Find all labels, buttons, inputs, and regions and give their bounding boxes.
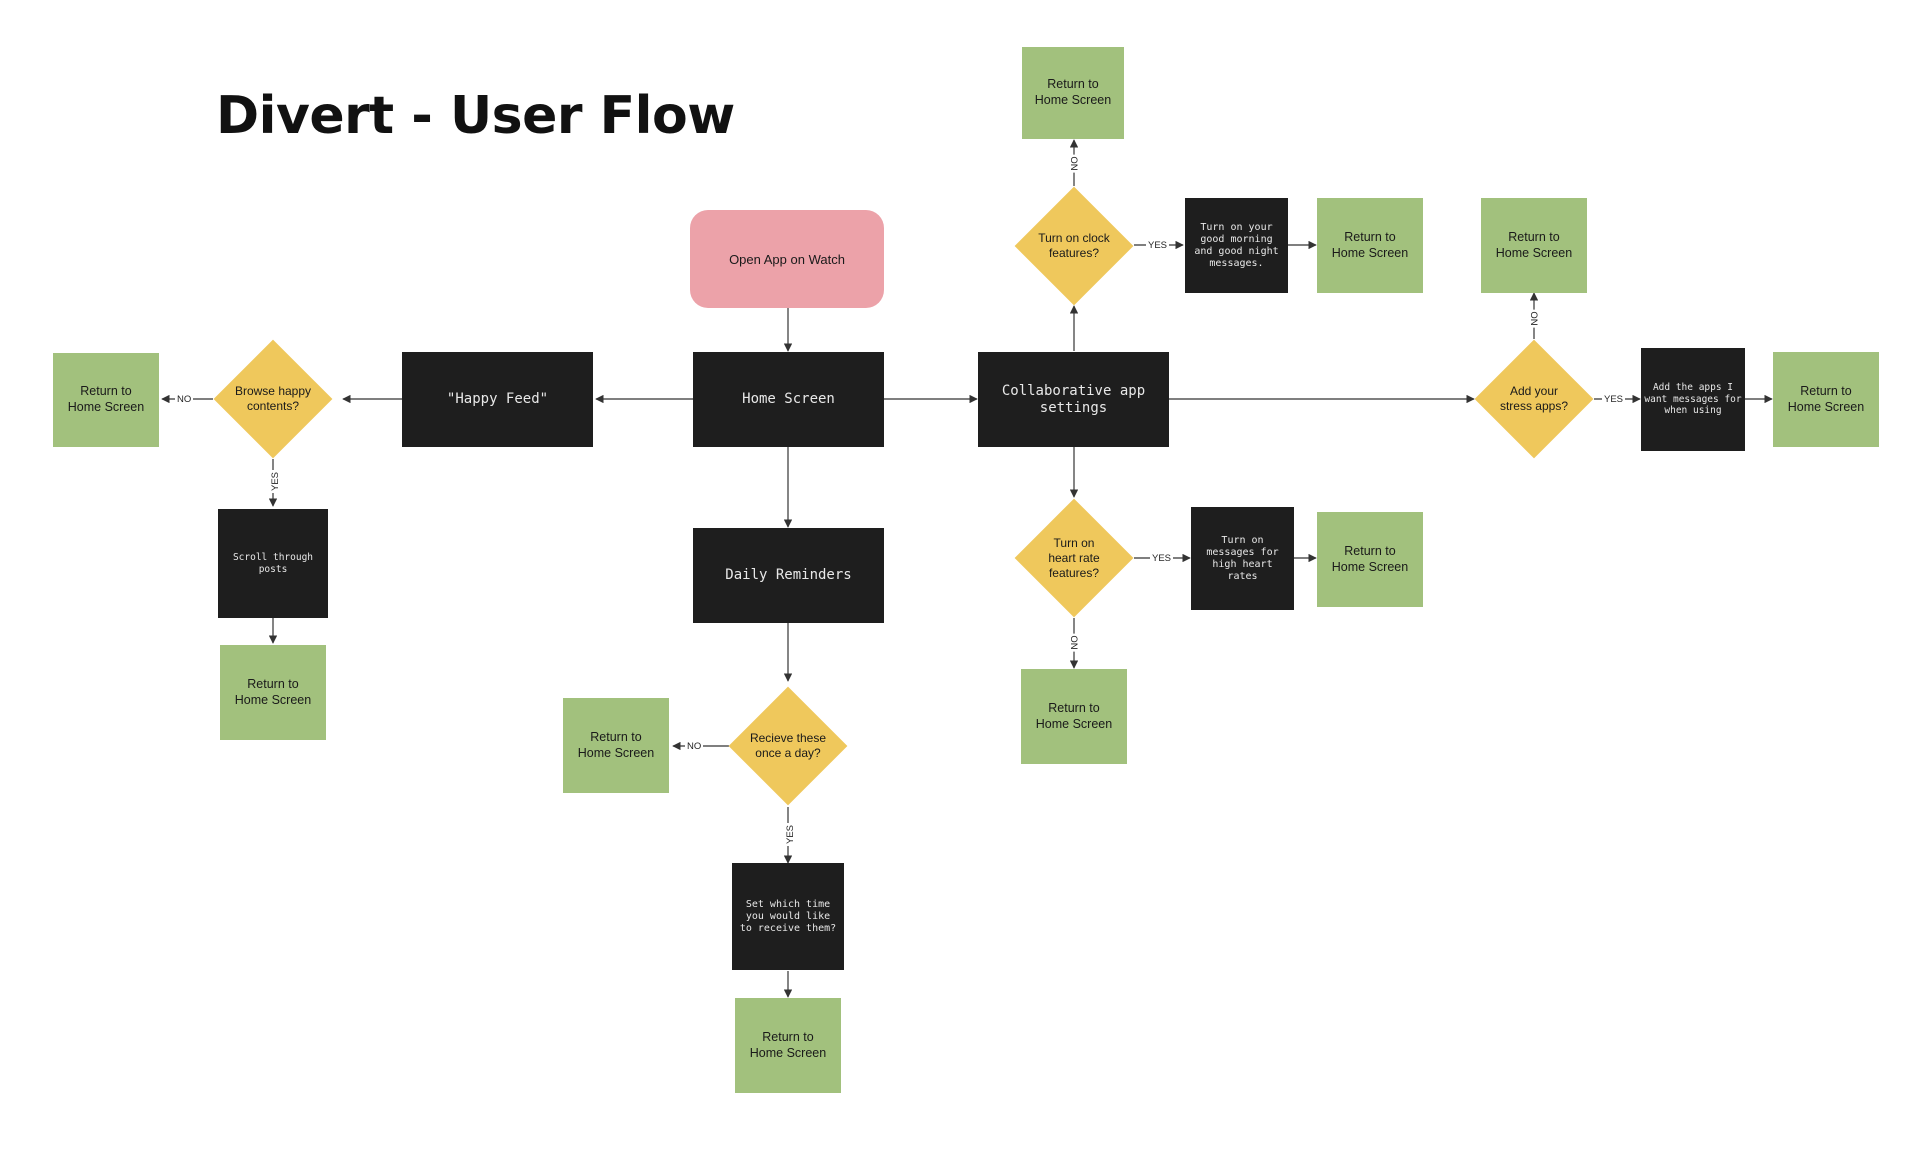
return-home-from-stress[interactable]: Return to Home Screen (1481, 198, 1587, 293)
return-home-from-heart-messages[interactable]: Return to Home Screen (1317, 512, 1423, 607)
edge-label-no: NO (685, 741, 704, 752)
process-node-label: Scroll through posts (232, 552, 314, 575)
process-node-label: Collaborative app settings (1001, 382, 1146, 416)
edge-label-no: NO (1529, 309, 1541, 328)
return-home-from-heart[interactable]: Return to Home Screen (1021, 669, 1127, 764)
return-label: Return to Home Screen (1035, 700, 1113, 731)
process-node-stress-apps[interactable]: Add the apps I want messages for when us… (1641, 348, 1745, 451)
return-label: Return to Home Screen (1034, 77, 1112, 107)
return-home-from-clock-messages[interactable]: Return to Home Screen (1317, 198, 1423, 293)
decision-clock-features[interactable]: Turn on clock features? (1014, 186, 1134, 306)
return-home-from-receive[interactable]: Return to Home Screen (563, 698, 669, 793)
return-home-from-set-time[interactable]: Return to Home Screen (735, 998, 841, 1093)
edge-label-no: NO (1069, 154, 1081, 173)
process-node-collaborative-settings[interactable]: Collaborative app settings (978, 352, 1169, 447)
decision-receive-once-a-day[interactable]: Recieve these once a day? (728, 686, 848, 806)
edge-label-yes: YES (1146, 240, 1170, 251)
return-home-from-scroll[interactable]: Return to Home Screen (220, 645, 326, 740)
decision-browse-happy-contents[interactable]: Browse happy contents? (213, 339, 333, 459)
process-node-clock-messages[interactable]: Turn on your good morning and good night… (1185, 198, 1288, 293)
return-label: Return to Home Screen (577, 729, 655, 760)
page-title: Divert - User Flow (216, 86, 735, 146)
process-node-heart-messages[interactable]: Turn on messages for high heart rates (1191, 507, 1294, 610)
decision-label: Recieve these once a day? (749, 731, 827, 760)
process-node-set-time[interactable]: Set which time you would like to receive… (732, 863, 844, 970)
return-home-from-browse[interactable]: Return to Home Screen (53, 353, 159, 447)
process-node-label: Daily Reminders (725, 567, 852, 584)
return-label: Return to Home Screen (749, 1029, 827, 1060)
return-home-from-stress-apps[interactable]: Return to Home Screen (1773, 352, 1879, 447)
edge-label-no: NO (1069, 633, 1081, 652)
process-node-label: Turn on messages for high heart rates (1206, 534, 1279, 582)
decision-label: Add your stress apps? (1499, 384, 1569, 413)
edge-label-yes: YES (1602, 394, 1626, 405)
decision-heart-rate-features[interactable]: Turn on heart rate features? (1014, 498, 1134, 618)
return-label: Return to Home Screen (234, 676, 312, 707)
edge-label-no: NO (175, 394, 194, 405)
process-node-label: Home Screen (742, 391, 835, 408)
process-node-scroll-posts[interactable]: Scroll through posts (218, 509, 328, 618)
return-label: Return to Home Screen (1495, 229, 1573, 260)
process-node-label: Set which time you would like to receive… (739, 898, 837, 934)
return-label: Return to Home Screen (1331, 543, 1409, 574)
process-node-label: "Happy Feed" (446, 391, 549, 408)
edge-label-yes: YES (785, 822, 797, 847)
edge-label-yes: YES (1150, 553, 1174, 564)
decision-label: Turn on heart rate features? (1048, 535, 1100, 580)
process-node-daily-reminders[interactable]: Daily Reminders (693, 528, 884, 623)
start-node-label: Open App on Watch (729, 251, 845, 267)
process-node-label: Add the apps I want messages for when us… (1644, 382, 1742, 417)
return-label: Return to Home Screen (67, 384, 145, 414)
decision-label: Browse happy contents? (234, 384, 312, 413)
edge-label-yes: YES (270, 469, 282, 494)
return-home-from-clock[interactable]: Return to Home Screen (1022, 47, 1124, 139)
process-node-label: Turn on your good morning and good night… (1194, 221, 1279, 269)
decision-label: Turn on clock features? (1038, 231, 1110, 260)
start-node-open-app[interactable]: Open App on Watch (690, 210, 884, 308)
process-node-happy-feed[interactable]: "Happy Feed" (402, 352, 593, 447)
return-label: Return to Home Screen (1787, 383, 1865, 414)
decision-stress-apps[interactable]: Add your stress apps? (1474, 339, 1594, 459)
process-node-home-screen[interactable]: Home Screen (693, 352, 884, 447)
return-label: Return to Home Screen (1331, 229, 1409, 260)
